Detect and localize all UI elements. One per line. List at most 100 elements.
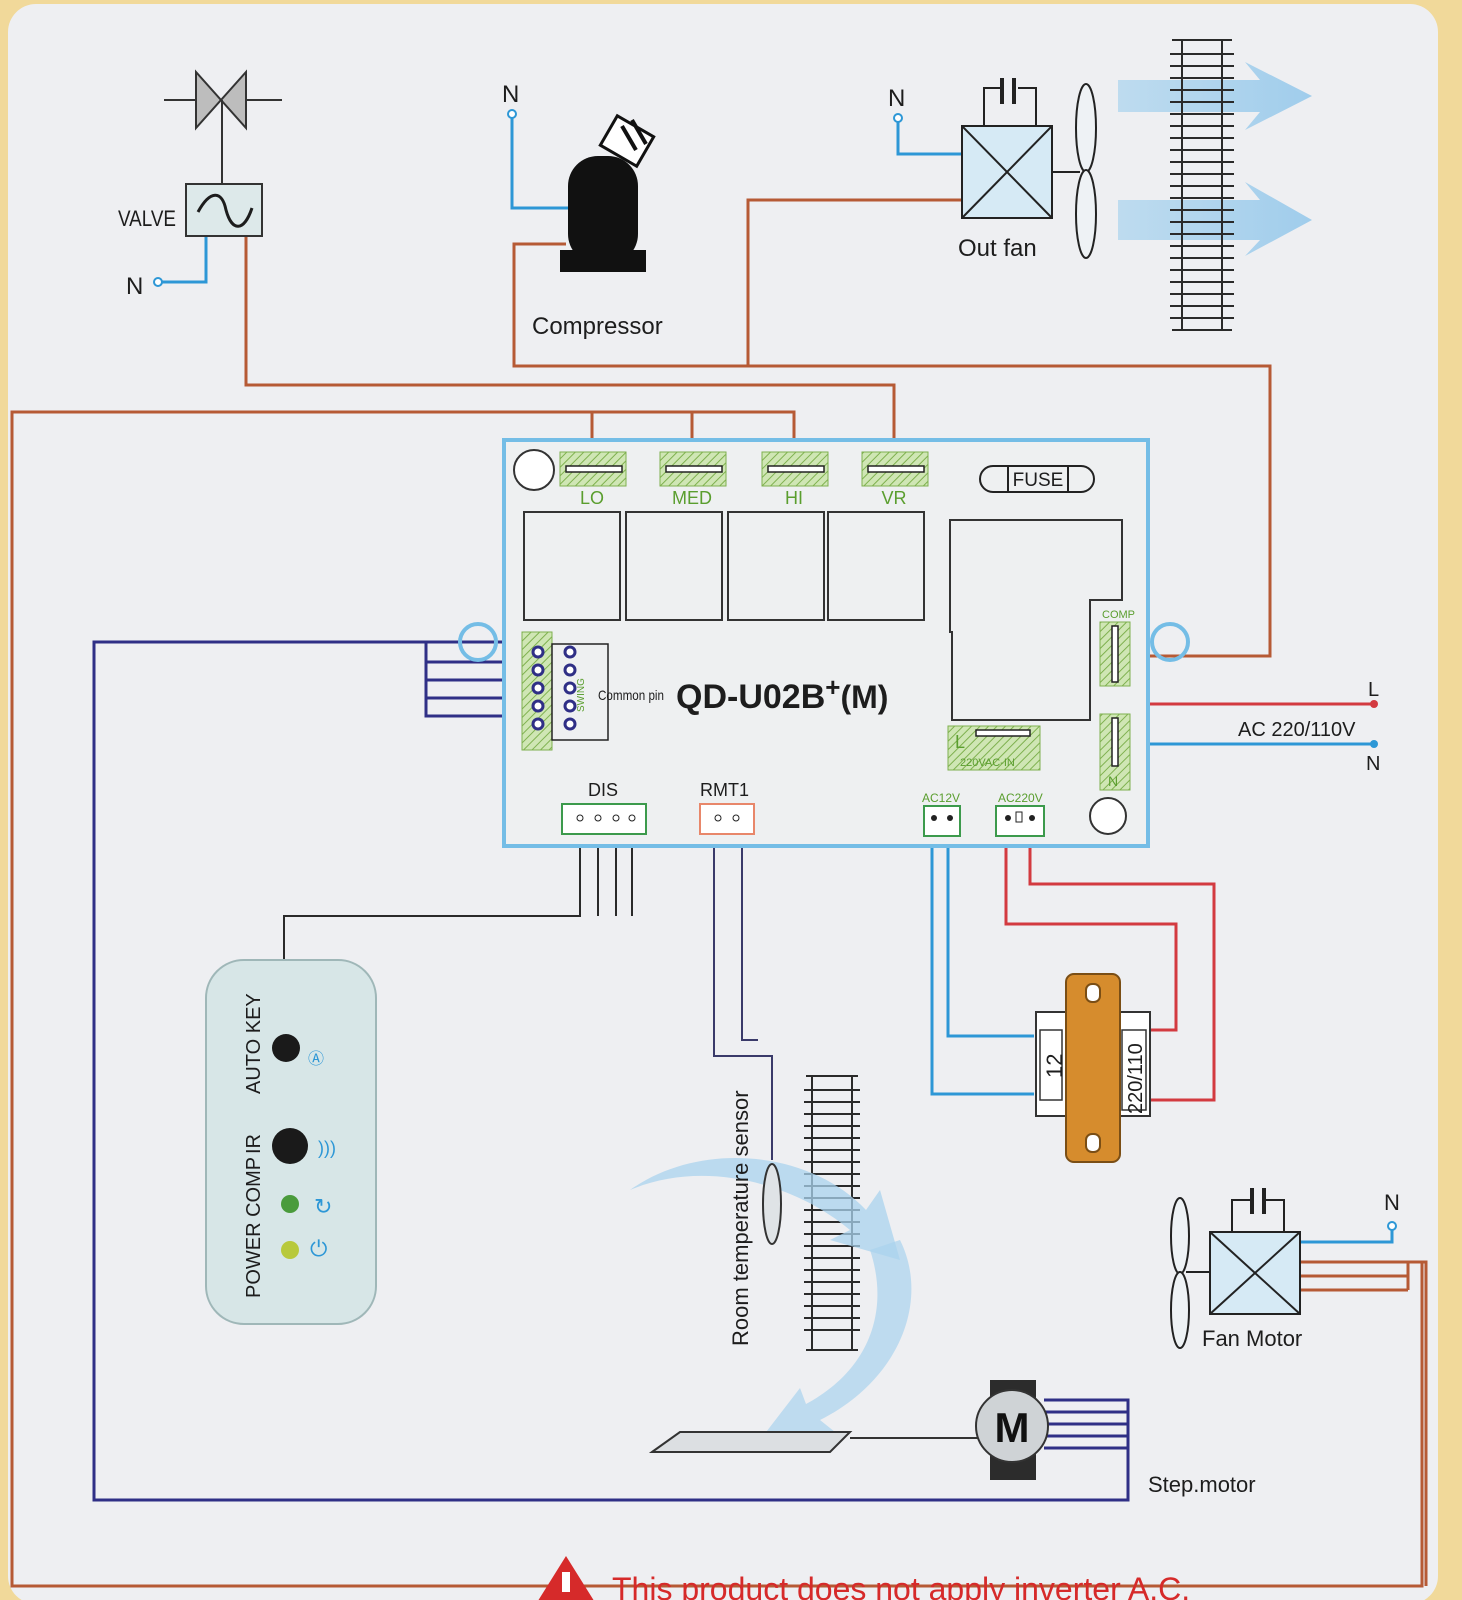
ac12v-connector: AC12V xyxy=(922,791,961,837)
auto-key-button[interactable] xyxy=(272,1034,300,1062)
rmt1-connector: RMT1 xyxy=(699,780,755,835)
power-led xyxy=(281,1241,299,1259)
fanmotor-capacitor-icon xyxy=(1231,1199,1285,1232)
valve-neutral-label: N xyxy=(126,273,143,300)
mount-hole-top-left xyxy=(513,449,555,491)
mount-hole-bottom-right xyxy=(1089,797,1127,835)
outfan-label: Out fan xyxy=(958,235,1037,262)
neutral-terminal: N xyxy=(1099,713,1131,791)
power-comp-label: POWER COMP xyxy=(243,1157,265,1298)
ir-signal-icon: ))) xyxy=(318,1138,336,1158)
swing-pin xyxy=(531,681,545,695)
ac-in-label: 220VAC-IN xyxy=(960,757,1015,769)
auto-key-label: AUTO KEY xyxy=(243,993,265,1094)
swing-pin xyxy=(563,645,577,659)
step-motor-label: Step.motor xyxy=(1148,1472,1256,1497)
outdoor-fan: N Out fan xyxy=(888,78,1097,262)
compressor: N Compressor xyxy=(502,81,663,340)
warning-text: This product does not apply inverter A.C… xyxy=(612,1571,1190,1600)
airflow-arrow-indoor-2 xyxy=(760,1240,912,1440)
comp-label: COMP xyxy=(1102,609,1135,621)
fanmotor-neutral-label: N xyxy=(1384,1190,1400,1215)
line-label: L xyxy=(1368,679,1379,701)
relay-med-label: MED xyxy=(672,488,712,508)
ac12v-label: AC12V xyxy=(922,791,960,805)
relay-vr xyxy=(827,511,925,621)
fan-blade-icon xyxy=(1075,83,1097,259)
board-outline xyxy=(502,438,1150,848)
condenser-coil xyxy=(1170,39,1234,331)
l-terminal-label: L xyxy=(955,732,965,752)
indoor-fan-motor: N Fan Motor xyxy=(1170,1188,1400,1351)
relay-vr-label: VR xyxy=(881,488,906,508)
swing-pin xyxy=(531,699,545,713)
compressor-label: Compressor xyxy=(532,313,663,340)
board-model-label: QD-U02B+(M) xyxy=(676,672,888,716)
rmt1-label: RMT1 xyxy=(700,780,749,800)
compressor-icon xyxy=(560,113,656,272)
sine-wave-icon xyxy=(196,193,254,228)
relay-terminal-hi: HI xyxy=(761,451,829,508)
comp-led xyxy=(281,1195,299,1213)
swing-connector: SWING Common pin xyxy=(521,631,664,751)
four-way-valve: VALVE N xyxy=(118,69,282,300)
swing-pin xyxy=(531,645,545,659)
dis-label: DIS xyxy=(588,780,618,800)
sensor-cable xyxy=(713,826,773,1160)
swing-pin xyxy=(531,663,545,677)
relay-terminal-med: MED xyxy=(659,451,727,508)
n-terminal-label: N xyxy=(1108,773,1118,789)
common-pin-label: Common pin xyxy=(598,687,664,703)
transformer: 12 220/110 xyxy=(1035,973,1151,1163)
relay-terminal-lo: LO xyxy=(559,451,627,508)
swing-pin xyxy=(563,717,577,731)
line-terminal: L 220VAC-IN xyxy=(947,725,1041,771)
relay-hi-label: HI xyxy=(785,488,803,508)
swing-pin xyxy=(563,699,577,713)
auto-key-icon: Ⓐ xyxy=(308,1050,324,1068)
airflow-arrows-outdoor xyxy=(1118,62,1312,256)
relay-comp xyxy=(949,519,1123,721)
swing-pin xyxy=(563,681,577,695)
power-icon: ⏻ xyxy=(310,1236,327,1261)
sensor-probe-icon xyxy=(762,1163,782,1245)
transformer-low-label: 12 xyxy=(1042,1054,1067,1078)
compressor-neutral-label: N xyxy=(502,81,519,108)
capacitor-icon xyxy=(983,87,1037,126)
fanmotor-blade-icon xyxy=(1170,1197,1190,1349)
blue-wires xyxy=(158,114,1394,1244)
navy-wires xyxy=(92,640,1130,1502)
outfan-neutral-label: N xyxy=(888,85,905,112)
fan-motor-wires xyxy=(1300,1260,1428,1586)
ac220v-connector: AC220V xyxy=(995,791,1045,837)
ir-label: IR xyxy=(243,1134,265,1154)
relay-terminal-vr: VR xyxy=(861,451,929,508)
comp-terminal: COMP xyxy=(1099,609,1135,687)
room-sensor-label: Room temperature sensor xyxy=(728,1090,753,1346)
fan-motor-label: Fan Motor xyxy=(1202,1326,1302,1351)
fuse-label: FUSE xyxy=(1013,470,1064,491)
relay-lo-label: LO xyxy=(580,488,604,508)
step-motor: M Step.motor xyxy=(648,1380,1256,1497)
motor-letter: M xyxy=(995,1404,1030,1451)
warning-banner: This product does not apply inverter A.C… xyxy=(538,1556,1190,1600)
ac-input-voltage-label: AC 220/110V xyxy=(1238,719,1356,741)
airflow-arrow-indoor xyxy=(630,1157,900,1260)
ac-neutral-label: N xyxy=(1366,753,1380,775)
ac-input: L AC 220/110V N xyxy=(1238,679,1380,775)
relay-med xyxy=(625,511,723,621)
transformer-high-label: 220/110 xyxy=(1125,1043,1147,1114)
louver-blade xyxy=(648,1431,853,1453)
swing-label: SWING xyxy=(576,678,587,712)
dis-connector: DIS xyxy=(561,780,647,835)
swing-pin xyxy=(563,663,577,677)
ac220v-label: AC220V xyxy=(998,791,1043,805)
ir-receiver xyxy=(272,1128,308,1164)
relay-lo xyxy=(523,511,621,621)
relay-hi xyxy=(727,511,825,621)
refresh-icon: ↻ xyxy=(314,1194,332,1219)
room-temperature-sensor: Room temperature sensor xyxy=(728,1090,782,1346)
valve-label: VALVE xyxy=(118,206,176,231)
swing-pin xyxy=(531,717,545,731)
